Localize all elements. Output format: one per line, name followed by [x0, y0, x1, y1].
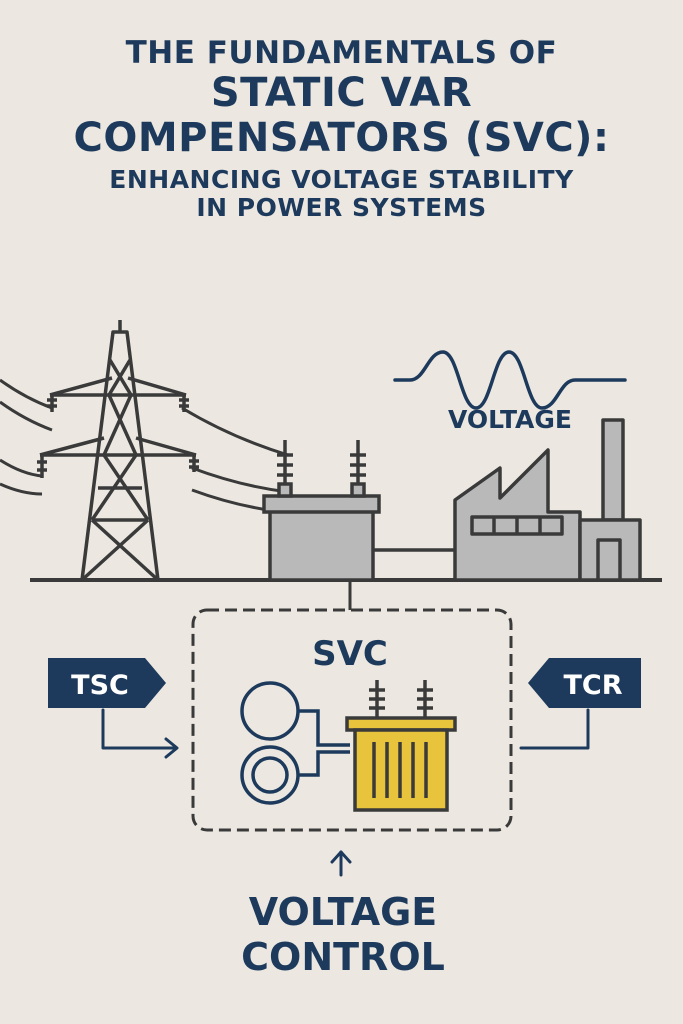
title-block: THE FUNDAMENTALS OF STATIC VAR COMPENSAT…: [0, 36, 683, 222]
title-line-5: IN POWER SYSTEMS: [196, 193, 487, 223]
capacitor-coils-icon: [240, 681, 350, 805]
up-arrow-icon: [330, 850, 352, 877]
thyristor-reactor-icon: [345, 680, 457, 812]
title-line-2: STATIC VAR: [210, 69, 473, 116]
tcr-label: TCR: [563, 670, 622, 701]
title-line-3: COMPENSATORS (SVC):: [73, 114, 610, 161]
substation-transformer-icon: [262, 440, 381, 582]
transmission-wires: [0, 378, 289, 512]
svc-label: SVC: [312, 634, 388, 674]
voltage-wave-icon: [393, 350, 627, 410]
tcr-connector: [519, 708, 590, 750]
voltage-control-label-line-1: VOLTAGE: [249, 890, 438, 934]
transmission-tower-icon: [37, 320, 199, 582]
voltage-control-label-line-2: CONTROL: [241, 935, 445, 979]
tsc-tag: TSC: [48, 658, 166, 708]
tsc-label: TSC: [71, 670, 129, 701]
title-line-1: THE FUNDAMENTALS OF: [125, 35, 558, 71]
factory-icon: [453, 418, 642, 582]
voltage-label: VOLTAGE: [448, 405, 572, 434]
title-line-4: ENHANCING VOLTAGE STABILITY: [109, 165, 574, 195]
svc-box: [191, 608, 513, 832]
tcr-tag: TCR: [528, 658, 641, 708]
tsc-arrow-icon: [101, 708, 179, 759]
